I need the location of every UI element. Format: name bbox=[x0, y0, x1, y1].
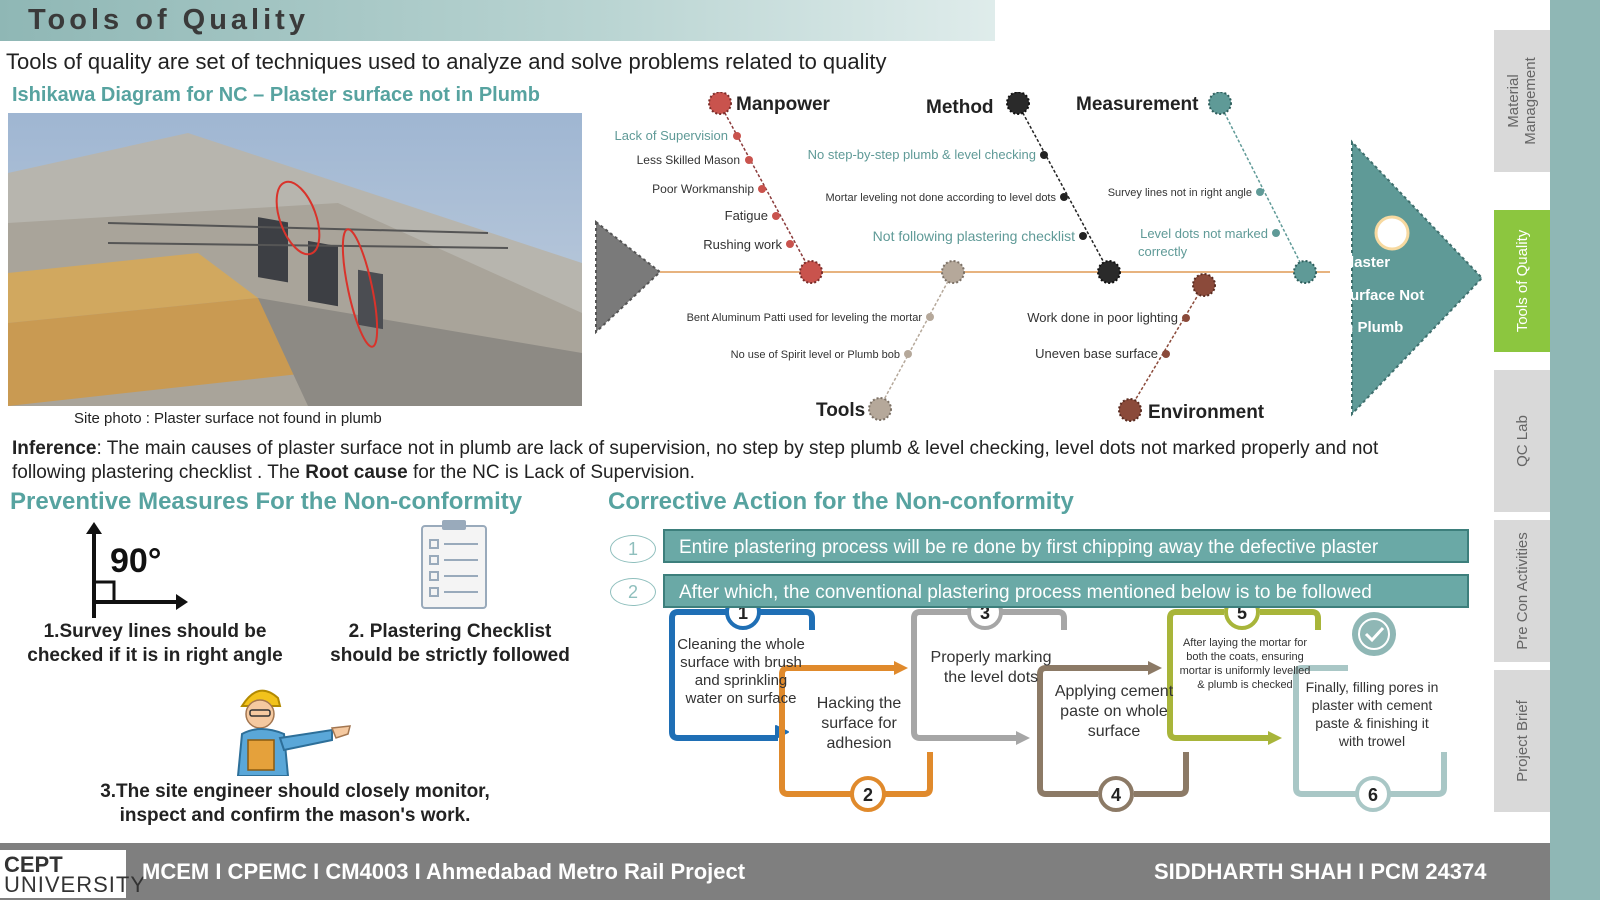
corrective-action: Entire plastering process will be re don… bbox=[663, 529, 1469, 563]
cause-label: Not following plastering checklist bbox=[873, 228, 1075, 244]
footer-author: SIDDHARTH SHAH I PCM 24374 bbox=[1154, 859, 1487, 884]
footer-course: MCEM I CPEMC I CM4003 I Ahmedabad Metro … bbox=[142, 859, 746, 884]
preventive-item: 2. Plastering Checklist should be strict… bbox=[330, 621, 570, 666]
corrective-number: 2 bbox=[610, 578, 656, 606]
corrective-number: 1 bbox=[610, 535, 656, 563]
title-band bbox=[0, 0, 995, 41]
step-number: 1 bbox=[738, 608, 748, 623]
root-cause-label: Root cause bbox=[305, 462, 408, 483]
corrective-title: Corrective Action for the Non-conformity bbox=[608, 488, 1074, 515]
fishbone-diagram: Manpower Method Measurement Tools Enviro… bbox=[590, 91, 1490, 432]
right-angle-icon: 90° bbox=[80, 522, 190, 622]
step-text: Cleaning the whole surface with brush an… bbox=[677, 636, 805, 707]
category-manpower: Manpower bbox=[736, 94, 831, 115]
cause-label: Poor Workmanship bbox=[652, 182, 754, 196]
cause-label: Bent Aluminum Patti used for leveling th… bbox=[687, 312, 923, 324]
category-environment: Environment bbox=[1148, 402, 1265, 423]
step-text: Properly marking the level dots bbox=[930, 649, 1052, 686]
step-number: 4 bbox=[1111, 785, 1121, 805]
effect-line: Surface Not bbox=[1340, 287, 1424, 304]
sidebar-tab-tools-of-quality[interactable]: Tools of Quality bbox=[1494, 210, 1550, 352]
step-text: Applying cement paste on whole surface bbox=[1054, 683, 1174, 740]
site-photo bbox=[8, 113, 582, 406]
sidebar-tab-qc-lab[interactable]: QC Lab bbox=[1494, 370, 1550, 512]
effect-line: In Plumb bbox=[1340, 319, 1403, 336]
university-logo bbox=[0, 850, 126, 898]
sidebar-tab-pre-con-activities[interactable]: Pre Con Activities bbox=[1494, 520, 1550, 662]
inference-body-1: : The main causes of plaster surface not… bbox=[12, 438, 1379, 483]
category-measurement: Measurement bbox=[1076, 94, 1199, 115]
cause-label: Work done in poor lighting bbox=[1027, 310, 1178, 325]
category-method: Method bbox=[926, 97, 994, 118]
sidebar-tab-project-brief[interactable]: Project Brief bbox=[1494, 670, 1550, 812]
cause-label: Lack of Supervision bbox=[615, 128, 728, 143]
fish-tail bbox=[595, 219, 662, 335]
preventive-title: Preventive Measures For the Non-conformi… bbox=[10, 488, 523, 515]
effect-line: Plaster bbox=[1340, 254, 1390, 271]
cause-label: correctly bbox=[1138, 244, 1188, 259]
step-number: 2 bbox=[863, 785, 873, 805]
site-photo-illustration bbox=[8, 113, 582, 406]
footer-bar bbox=[0, 843, 1550, 900]
angle-label: 90° bbox=[110, 542, 161, 580]
step-text: Hacking the surface for adhesion bbox=[816, 695, 902, 752]
cause-label: No step-by-step plumb & level checking bbox=[808, 147, 1036, 162]
preventive-item: 1.Survey lines should be checked if it i… bbox=[27, 621, 283, 666]
effect-circle bbox=[1374, 215, 1410, 251]
corrective-action: After which, the conventional plastering… bbox=[663, 574, 1469, 608]
step-number: 3 bbox=[980, 608, 990, 623]
cause-label: No use of Spirit level or Plumb bob bbox=[731, 349, 900, 361]
plastering-process-flow: 1 2 3 4 5 6 Cleaning the whole surface w… bbox=[668, 608, 1488, 823]
cause-label: Uneven base surface bbox=[1035, 346, 1158, 361]
logo-text-bottom: UNIVERSITY bbox=[4, 872, 147, 897]
step-number: 5 bbox=[1237, 608, 1247, 623]
ishikawa-title: Ishikawa Diagram for NC – Plaster surfac… bbox=[12, 84, 540, 106]
engineer-icon bbox=[228, 676, 358, 777]
step-number: 6 bbox=[1368, 785, 1378, 805]
category-tools: Tools bbox=[816, 400, 865, 421]
cause-label: Level dots not marked bbox=[1140, 226, 1268, 241]
inference-label: Inference bbox=[12, 438, 97, 459]
check-badge-icon bbox=[1352, 612, 1396, 656]
inference-text: Inference: The main causes of plaster su… bbox=[12, 437, 1432, 485]
logo-text-top: CEPT bbox=[4, 852, 63, 877]
cause-label: Rushing work bbox=[703, 237, 782, 252]
sidebar-tab-material-management[interactable]: Material Management bbox=[1494, 30, 1550, 172]
page-subtitle: Tools of quality are set of techniques u… bbox=[6, 49, 887, 74]
step-text: After laying the mortar for both the coa… bbox=[1179, 637, 1311, 691]
photo-caption: Site photo : Plaster surface not found i… bbox=[74, 410, 382, 427]
step-text: Finally, filling pores in plaster with c… bbox=[1305, 679, 1439, 749]
page-title: Tools of Quality bbox=[28, 4, 309, 36]
fish-head bbox=[1351, 139, 1484, 417]
sidebar-strip bbox=[1550, 0, 1600, 900]
checklist-icon bbox=[420, 520, 488, 610]
cause-label: Survey lines not in right angle bbox=[1108, 187, 1252, 199]
cause-label: Less Skilled Mason bbox=[637, 153, 740, 167]
cause-label: Fatigue bbox=[725, 208, 768, 223]
preventive-item: 3.The site engineer should closely monit… bbox=[100, 781, 490, 826]
cause-label: Mortar leveling not done according to le… bbox=[825, 192, 1056, 204]
inference-body-2: for the NC is Lack of Supervision. bbox=[407, 462, 695, 483]
